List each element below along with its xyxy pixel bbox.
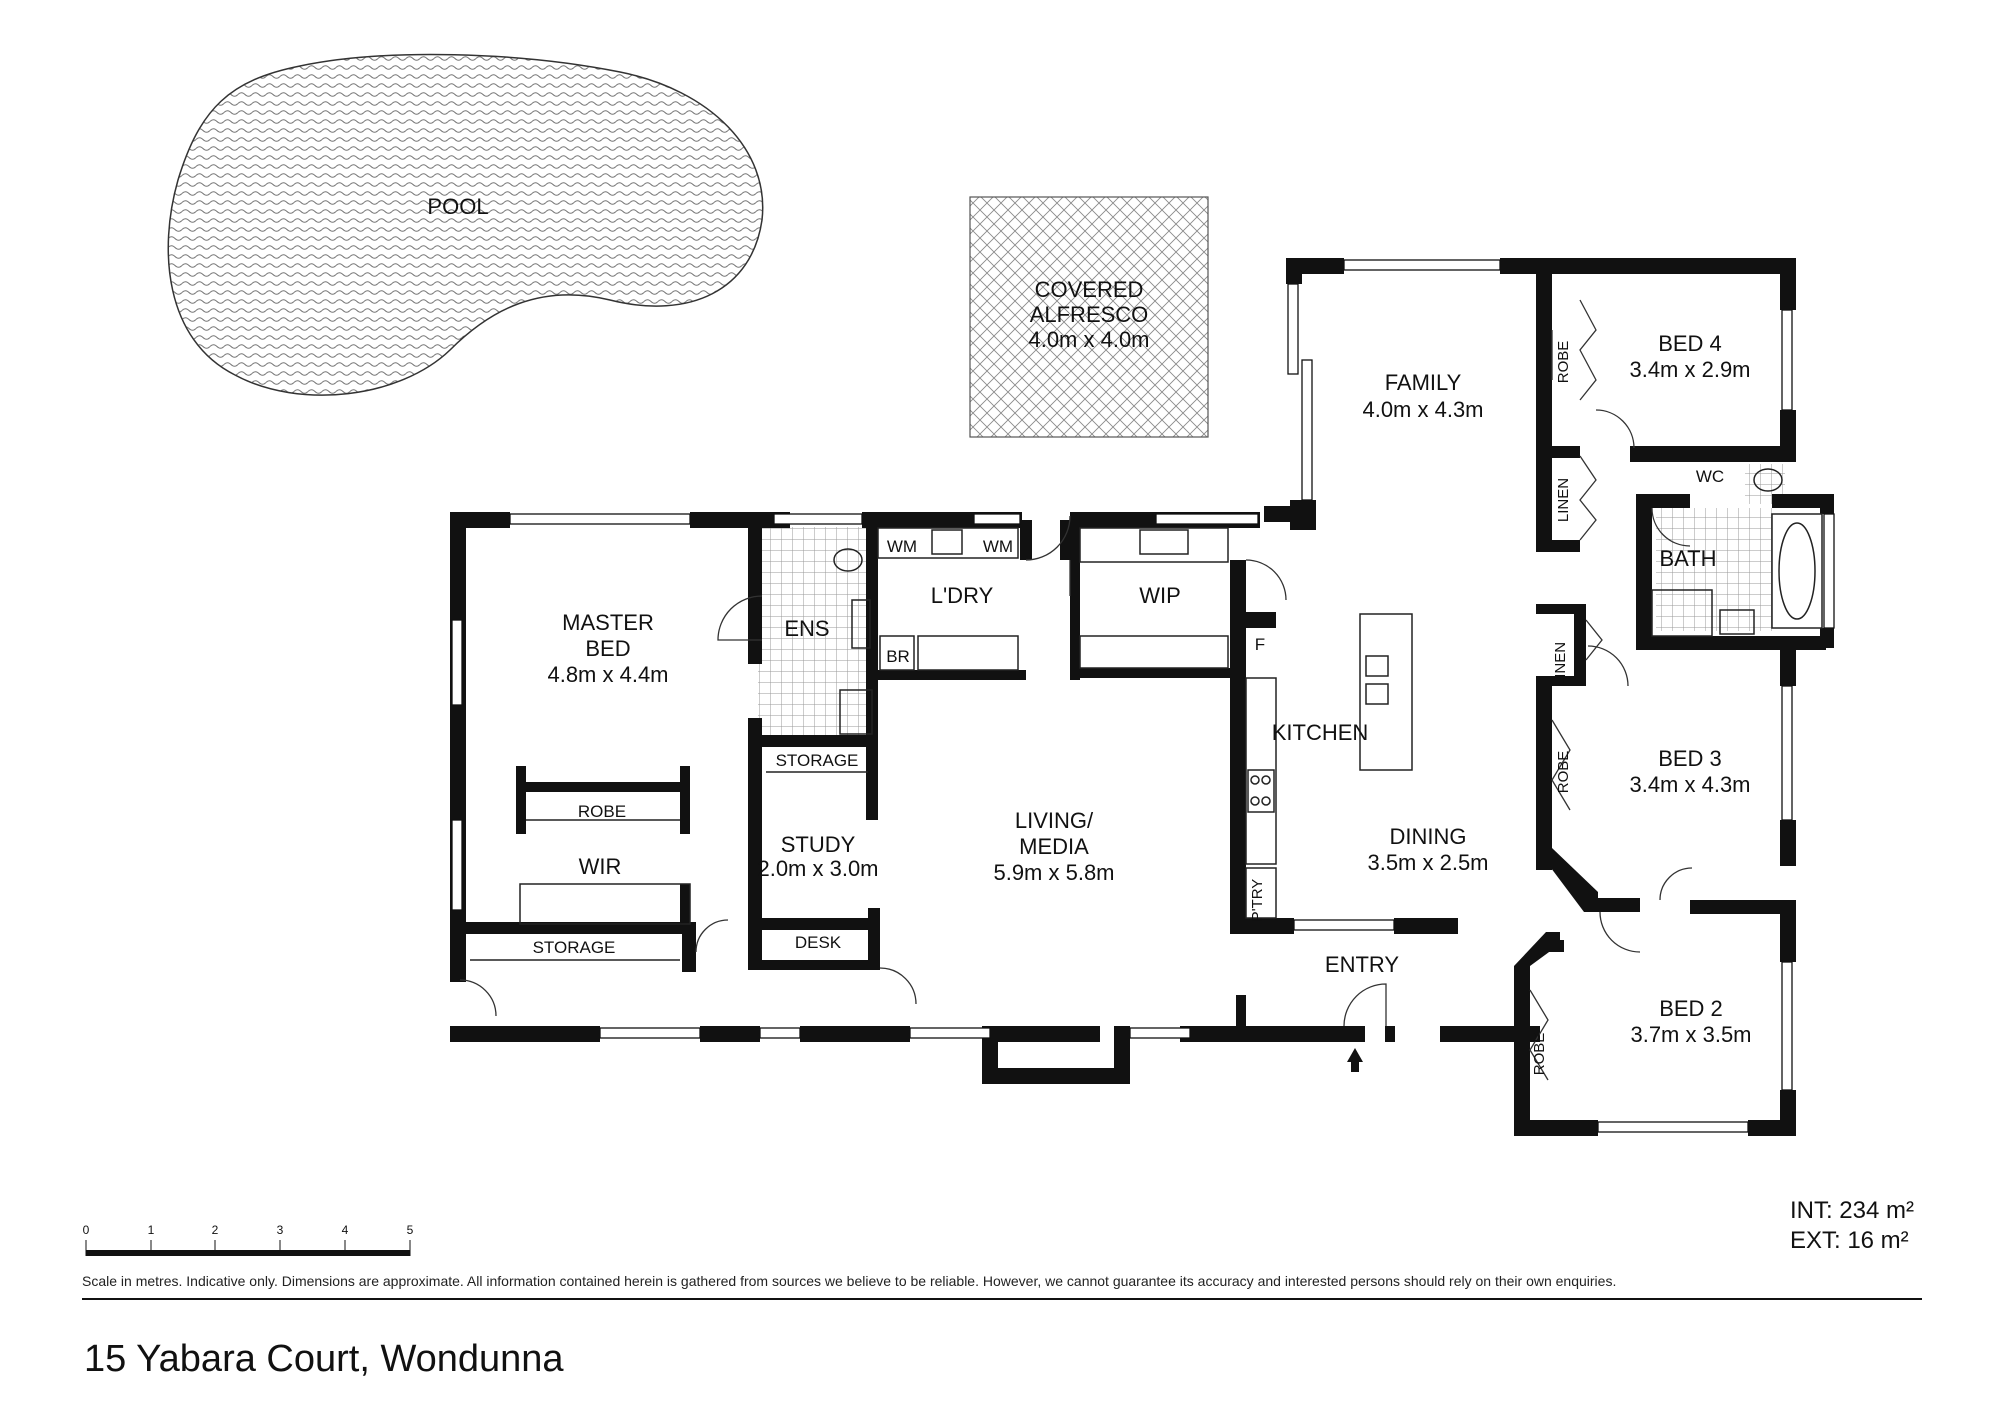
scale-tick-3: 3 xyxy=(277,1223,284,1237)
wm-label-1: WM xyxy=(887,537,917,556)
laundry-label: L'DRY xyxy=(931,583,994,608)
bed2-dimensions: 3.7m x 3.5m xyxy=(1630,1022,1751,1047)
ensuite-tiles xyxy=(758,527,872,736)
desk-label: DESK xyxy=(795,933,842,952)
bed3-dimensions: 3.4m x 4.3m xyxy=(1629,772,1750,797)
wm-label-2: WM xyxy=(983,537,1013,556)
robe-label-bed3: ROBE xyxy=(1555,751,1572,794)
alfresco-label-1: COVERED xyxy=(1035,277,1144,302)
scale-tick-1: 1 xyxy=(148,1223,155,1237)
external-area: EXT: 16 m² xyxy=(1789,1227,1909,1254)
ensuite-label: ENS xyxy=(784,616,829,641)
study-dimensions: 2.0m x 3.0m xyxy=(757,856,878,881)
pool-label: POOL xyxy=(427,194,488,219)
scale-tick-5: 5 xyxy=(407,1223,414,1237)
master-bed-dimensions: 4.8m x 4.4m xyxy=(547,662,668,687)
bath-label: BATH xyxy=(1659,546,1716,571)
storage-label-master: STORAGE xyxy=(533,938,616,957)
br-label: BR xyxy=(886,647,910,666)
robe-label-bed4: ROBE xyxy=(1555,341,1572,384)
master-bed-label-2: BED xyxy=(585,636,630,661)
entry-label: ENTRY xyxy=(1325,952,1399,977)
living-dimensions: 5.9m x 5.8m xyxy=(993,860,1114,885)
family-label: FAMILY xyxy=(1385,370,1462,395)
dining-dimensions: 3.5m x 2.5m xyxy=(1367,850,1488,875)
windows xyxy=(451,259,1835,1133)
linen-label-1: LINEN xyxy=(1555,478,1572,522)
robe-label-bed2: ROBE xyxy=(1531,1033,1548,1076)
dining-label: DINING xyxy=(1390,824,1467,849)
alfresco-label-2: ALFRESCO xyxy=(1030,302,1149,327)
pantry-label: P'TRY xyxy=(1249,879,1266,922)
scale-tick-4: 4 xyxy=(342,1223,349,1237)
internal-area: INT: 234 m² xyxy=(1789,1197,1914,1224)
alfresco-dimensions: 4.0m x 4.0m xyxy=(1028,327,1149,352)
wir-label: WIR xyxy=(579,854,622,879)
family-dimensions: 4.0m x 4.3m xyxy=(1362,397,1483,422)
area-summary: INT: 234 m² EXT: 16 m² xyxy=(1790,1196,1914,1256)
living-label-1: LIVING/ xyxy=(1015,808,1094,833)
bed4-dimensions: 3.4m x 2.9m xyxy=(1629,357,1750,382)
disclaimer: Scale in metres. Indicative only. Dimens… xyxy=(82,1273,1617,1289)
kitchen-label: KITCHEN xyxy=(1272,720,1369,745)
wip-label: WIP xyxy=(1139,583,1181,608)
linen-label-2: LINEN xyxy=(1552,642,1569,686)
fixtures xyxy=(470,468,1823,961)
divider xyxy=(82,1298,1922,1300)
bed3-label: BED 3 xyxy=(1658,746,1722,771)
study-label: STUDY xyxy=(781,832,856,857)
robe-label-wir: ROBE xyxy=(578,802,626,821)
pool-shape xyxy=(167,53,764,396)
scale-bar: 0 1 2 3 4 5 xyxy=(83,1223,414,1256)
doors xyxy=(459,299,1693,1081)
property-address: 15 Yabara Court, Wondunna xyxy=(84,1338,564,1380)
master-bed-label-1: MASTER xyxy=(562,610,654,635)
bed4-label: BED 4 xyxy=(1658,331,1722,356)
alfresco-area xyxy=(969,196,1209,438)
room-labels: POOL COVERED ALFRESCO 4.0m x 4.0m FAMILY… xyxy=(427,194,1751,1075)
scale-tick-0: 0 xyxy=(83,1223,90,1237)
wc-label: WC xyxy=(1696,467,1724,486)
storage-label-study: STORAGE xyxy=(776,751,859,770)
living-label-2: MEDIA xyxy=(1019,834,1089,859)
scale-tick-2: 2 xyxy=(212,1223,219,1237)
fridge-label: F xyxy=(1255,635,1265,654)
bed2-label: BED 2 xyxy=(1659,996,1723,1021)
